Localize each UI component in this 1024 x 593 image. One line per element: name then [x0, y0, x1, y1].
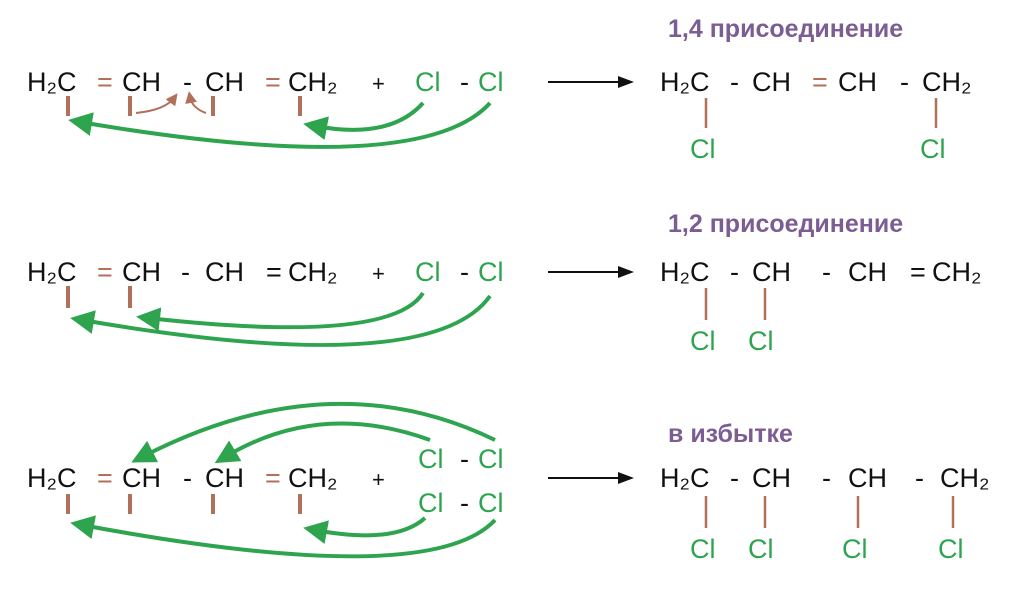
reaction-title: в избытке: [668, 420, 793, 448]
carbon-3: CH: [205, 463, 244, 493]
plus-sign: +: [372, 467, 385, 492]
substituent-cl: Cl: [690, 326, 716, 356]
bond-2: -: [183, 67, 192, 97]
carbon-2: CH: [122, 67, 161, 97]
chlorine: Cl: [478, 67, 504, 97]
bond-1: =: [97, 257, 113, 287]
product-bond-3: =: [910, 257, 926, 287]
cl-bond: -: [460, 67, 469, 97]
carbon-1: H₂C: [27, 67, 77, 97]
chlorine: Cl: [415, 67, 441, 97]
product-carbon-2: CH: [752, 257, 791, 287]
bond-1: =: [97, 463, 113, 493]
bond-2: -: [181, 257, 190, 287]
product-bond-3: -: [915, 463, 924, 493]
carbon-2: CH: [122, 463, 161, 493]
substituent-cl: Cl: [748, 326, 774, 356]
product-bond-2: -: [822, 257, 831, 287]
bond-3: =: [266, 257, 282, 287]
carbon-2: CH: [122, 257, 161, 287]
substituent-cl: Cl: [842, 534, 868, 564]
product-carbon-2: CH: [752, 463, 791, 493]
chlorine: Cl: [418, 444, 444, 474]
bond-3: =: [265, 463, 281, 493]
carbon-4: CH₂: [288, 463, 338, 493]
reaction-title: 1,4 присоединение: [668, 15, 904, 43]
product-bond-3: -: [900, 67, 909, 97]
carbon-4: CH₂: [288, 257, 338, 287]
bond-3: =: [265, 67, 281, 97]
bond-2: -: [183, 463, 192, 493]
product-carbon-4: CH₂: [922, 67, 972, 97]
bond-1: =: [97, 67, 113, 97]
bond-ticks: [66, 96, 302, 514]
chlorine: Cl: [478, 444, 504, 474]
product-carbon-1: H₂C: [660, 463, 710, 493]
carbon-3: CH: [205, 257, 244, 287]
product-carbon-3: CH: [848, 257, 887, 287]
product-carbon-3: CH: [838, 67, 877, 97]
electron-shift-arrows: [135, 91, 207, 114]
product-bonds: [704, 98, 955, 528]
reaction-title: 1,2 присоединение: [668, 210, 904, 238]
substituent-cl: Cl: [938, 534, 964, 564]
product-carbon-3: CH: [848, 463, 887, 493]
product-carbon-1: H₂C: [660, 67, 710, 97]
plus-sign: +: [372, 71, 385, 96]
carbon-1: H₂C: [27, 463, 77, 493]
carbon-3: CH: [205, 67, 244, 97]
chlorine: Cl: [418, 488, 444, 518]
plus-sign: +: [372, 261, 385, 286]
cl-bond: -: [460, 488, 469, 518]
cl-bond: -: [460, 257, 469, 287]
reaction-arrows-green: [68, 101, 497, 559]
product-carbon-1: H₂C: [660, 257, 710, 287]
product-carbon-4: CH₂: [940, 463, 990, 493]
reaction-arrows: [548, 76, 634, 484]
product-bond-2: -: [822, 463, 831, 493]
product-bond-2: =: [812, 67, 828, 97]
carbon-4: CH₂: [288, 67, 338, 97]
product-bond-1: -: [730, 257, 739, 287]
product-carbon-4: CH₂: [932, 257, 982, 287]
substituent-cl: Cl: [748, 534, 774, 564]
product-bond-1: -: [730, 463, 739, 493]
substituent-cl: Cl: [690, 534, 716, 564]
chlorine: Cl: [415, 257, 441, 287]
chlorine: Cl: [478, 488, 504, 518]
substituent-cl: Cl: [690, 134, 716, 164]
carbon-1: H₂C: [27, 257, 77, 287]
product-carbon-2: CH: [752, 67, 791, 97]
substituent-cl: Cl: [920, 134, 946, 164]
product-bond-1: -: [730, 67, 739, 97]
chlorine: Cl: [478, 257, 504, 287]
cl-bond: -: [460, 444, 469, 474]
